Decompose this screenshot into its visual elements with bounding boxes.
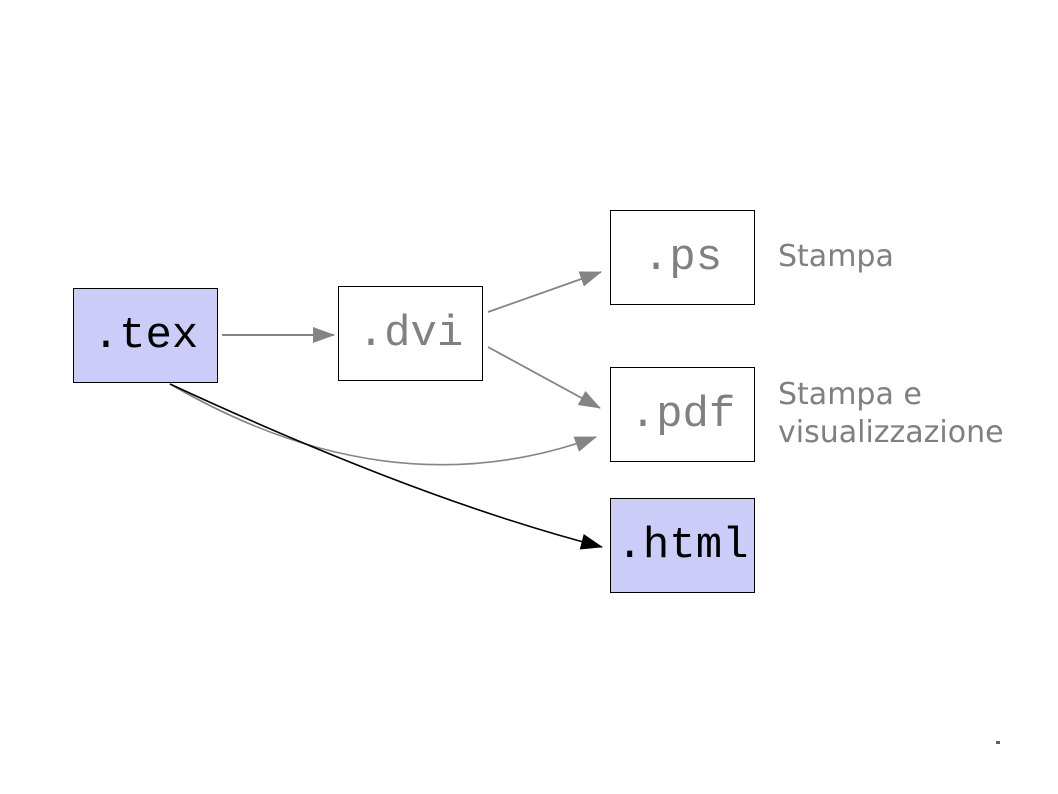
node-ps-label: .ps <box>642 232 723 283</box>
stray-dot <box>996 741 1000 744</box>
node-dvi: .dvi <box>338 286 483 381</box>
edge-dvi-to-pdf <box>487 346 601 409</box>
node-html-label: .html <box>616 520 749 571</box>
edge-tex-to-pdf-curved <box>169 383 597 466</box>
node-ps: .ps <box>610 210 755 305</box>
node-dvi-label: .dvi <box>357 308 464 359</box>
edge-tex-to-html-curved <box>169 383 603 550</box>
node-tex: .tex <box>73 288 218 383</box>
node-pdf-label: .pdf <box>629 389 736 440</box>
edge-dvi-to-ps <box>487 271 602 313</box>
node-pdf: .pdf <box>610 367 755 462</box>
annotation-ps: Stampa <box>778 239 894 274</box>
node-tex-label: .tex <box>92 310 199 361</box>
annotation-pdf: Stampa e visualizzazione <box>778 377 1004 450</box>
node-html: .html <box>610 498 755 593</box>
